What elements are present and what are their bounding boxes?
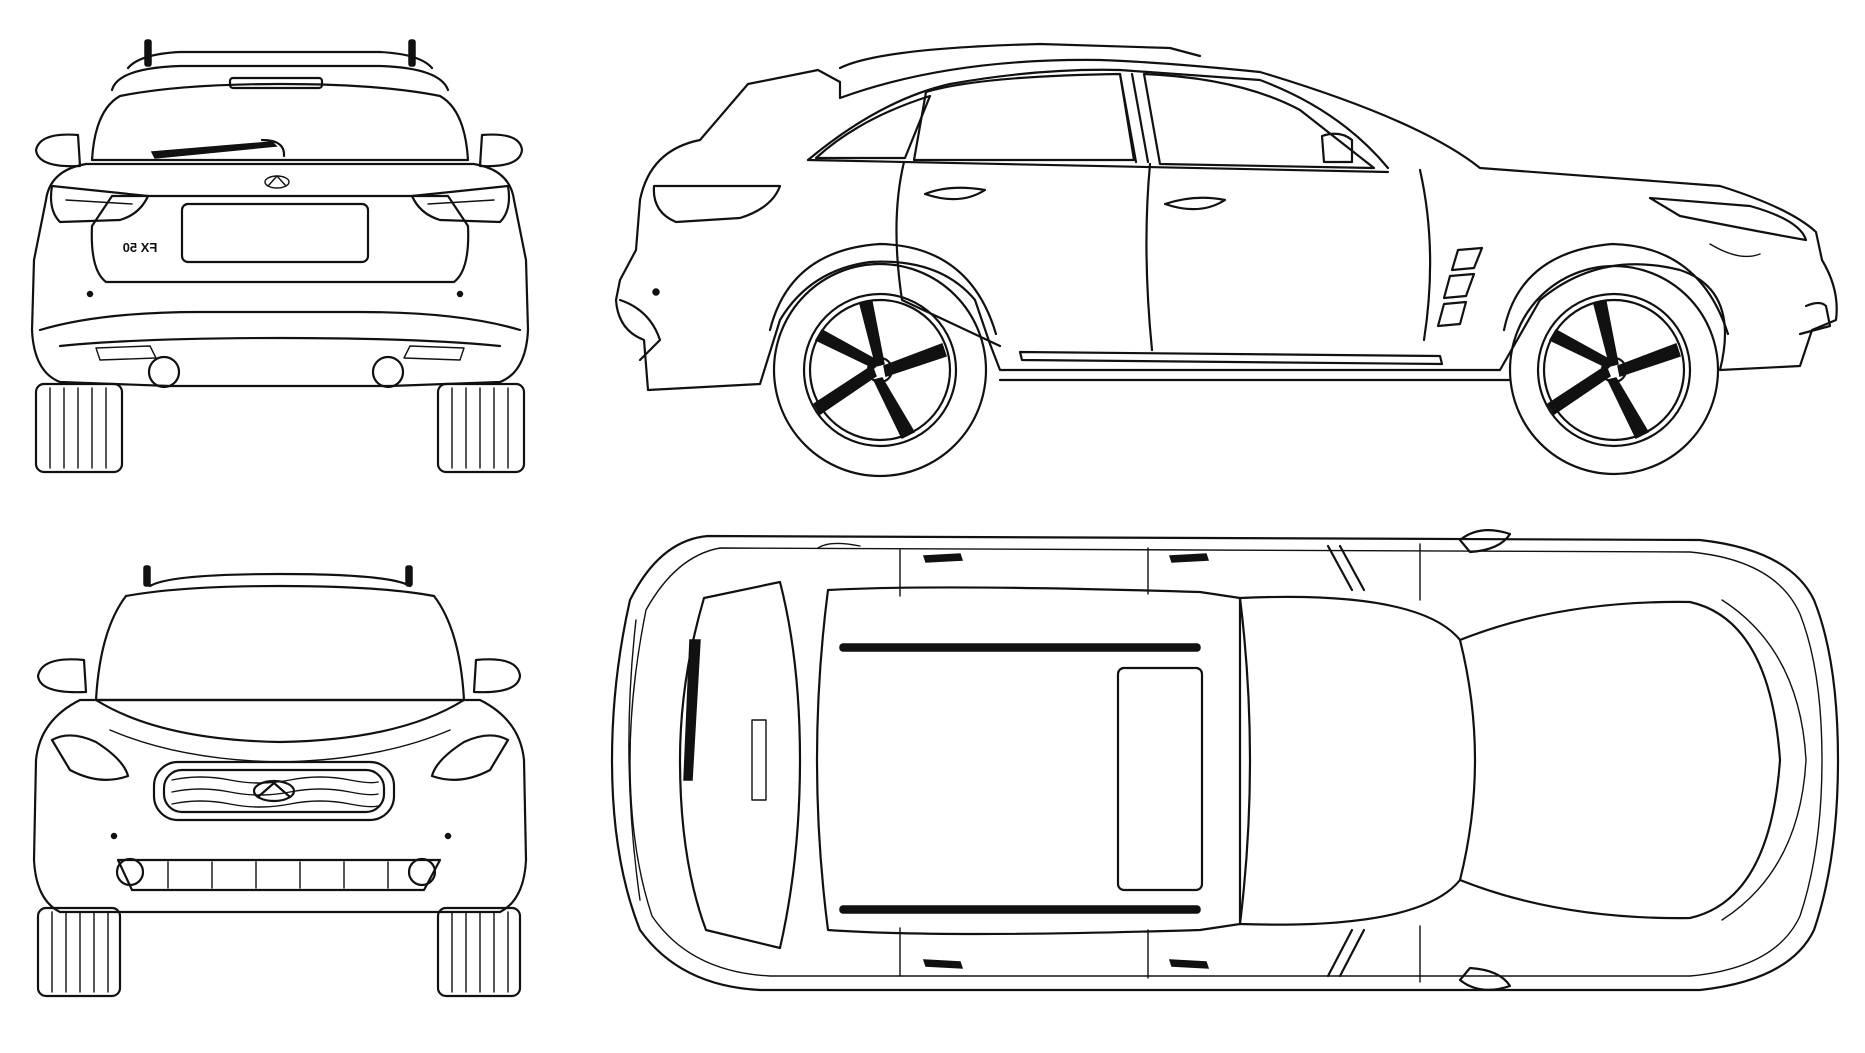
taillight-left [49, 184, 150, 224]
foglight-left [115, 857, 145, 887]
rear-wheel [772, 262, 988, 478]
lower-intake [116, 858, 442, 892]
front-door-window [1142, 72, 1376, 170]
front-view [32, 565, 528, 998]
exhaust-left [147, 355, 181, 389]
side-view [614, 42, 1838, 478]
rear-wiper [150, 141, 278, 159]
rear-antenna-right [408, 39, 416, 67]
top-rear-wiper [751, 719, 767, 801]
front-grille [152, 760, 396, 822]
side-taillight [652, 184, 782, 224]
front-door-handle [1163, 196, 1227, 211]
front-antenna-right [405, 565, 413, 587]
license-plate-recess [180, 202, 370, 264]
exhaust-right [371, 355, 405, 389]
side-mirror [1320, 132, 1354, 164]
top-mirror-left [1458, 529, 1512, 554]
rear-quarter-window [814, 94, 932, 160]
mirror-right [478, 133, 524, 168]
rear-door-handle [923, 186, 987, 201]
rear-view: FX 50 [30, 39, 530, 474]
windshield [94, 584, 466, 702]
front-mirror-left [36, 658, 88, 694]
top-windshield [1238, 595, 1477, 926]
side-headlight [1648, 196, 1808, 242]
model-badge: FX 50 [123, 240, 158, 255]
fender-vent [1436, 246, 1484, 328]
headlight-left [50, 734, 130, 781]
rear-tyre-left [34, 382, 124, 474]
third-brake-light [228, 76, 324, 90]
taillight-right [410, 184, 511, 224]
rear-tyre-right [436, 382, 526, 474]
mirror-left [34, 133, 82, 168]
foglight-right [407, 857, 437, 887]
side-skirt [1018, 350, 1444, 366]
roof-panel [815, 586, 1252, 936]
front-tyre-left [36, 906, 122, 998]
front-antenna-left [143, 565, 151, 587]
rear-window [90, 82, 470, 162]
roof-rail-top [839, 643, 1201, 652]
front-mirror-right [472, 658, 522, 694]
model-badge-text: FX 50 [123, 240, 158, 255]
infiniti-logo-icon [264, 175, 290, 189]
infiniti-logo-icon [252, 779, 296, 803]
front-wheel [1508, 264, 1720, 476]
front-tyre-right [436, 906, 522, 998]
top-mirror-right [1458, 966, 1512, 991]
rear-antenna-left [144, 39, 152, 67]
top-view [610, 529, 1840, 992]
roof-rail-bottom [839, 905, 1201, 914]
top-rear-window [678, 580, 802, 950]
rear-door-window [912, 72, 1136, 162]
sunroof [1116, 666, 1204, 892]
headlight-right [430, 734, 510, 781]
